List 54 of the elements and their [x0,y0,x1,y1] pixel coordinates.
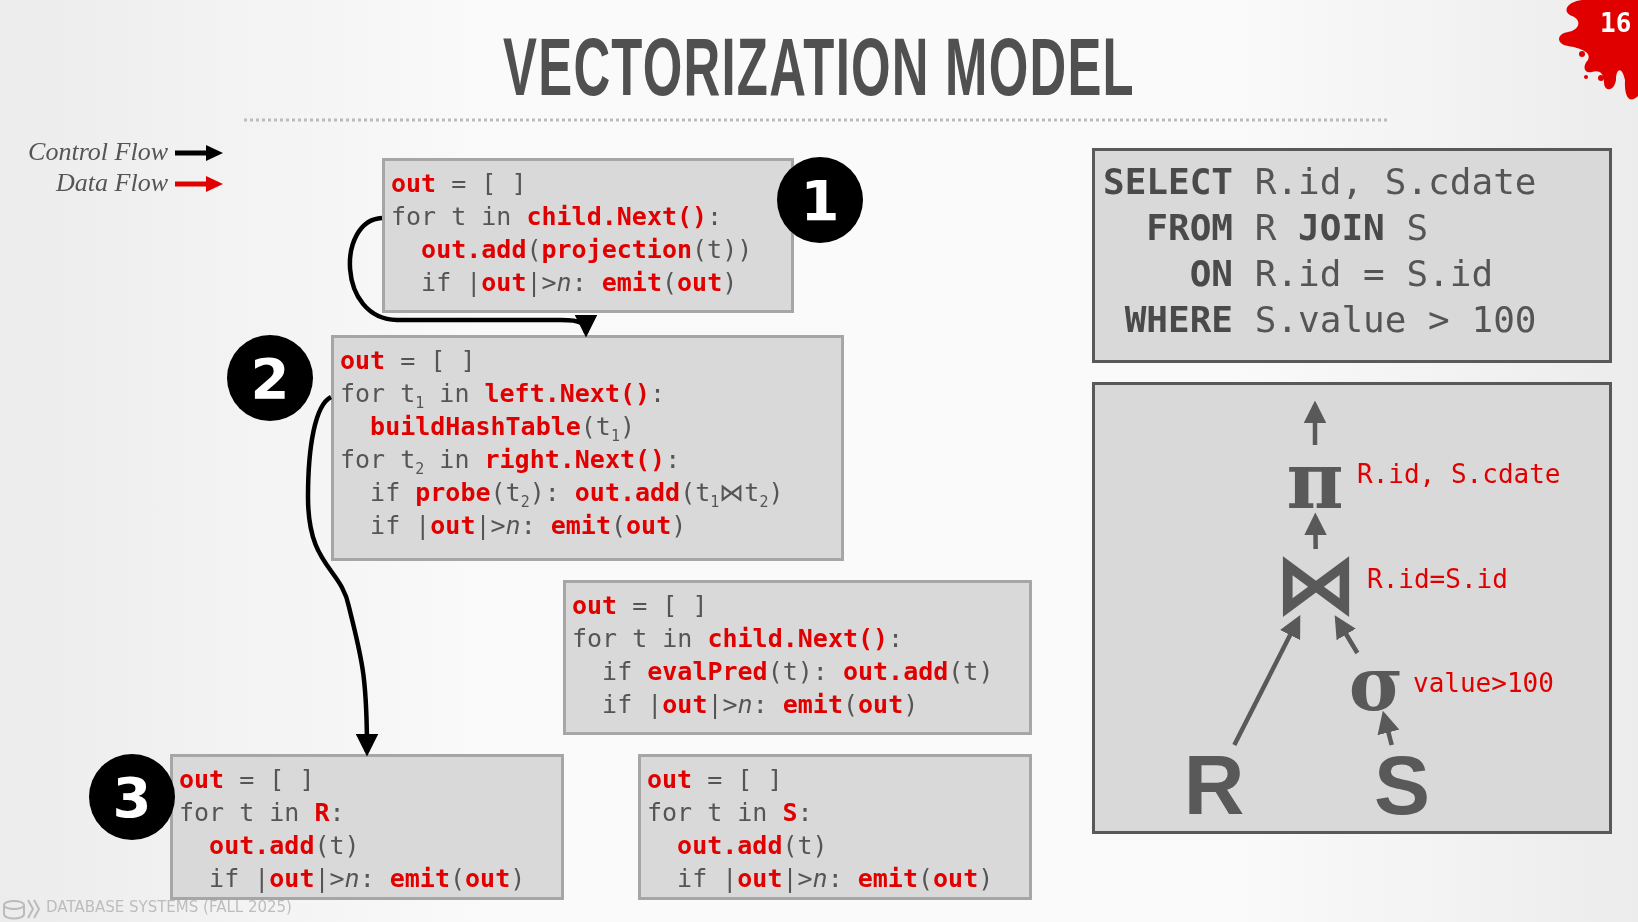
code-line: for t$_{1}$ in left.Next(): [340,378,666,410]
code-box [331,335,844,561]
code-line: if evalPred(t): out.add(t) [601,656,994,688]
join-symbol: ⋈ [1270,549,1362,619]
code-line: out.add(projection(t)) [420,234,753,266]
code-line: if |out|>n: emit(out) [369,510,687,542]
code-line: out = [ ] [572,590,708,622]
step-number-badge: 1 [777,157,863,243]
selection-symbol: σ [1345,653,1407,715]
code-line: if probe(t$_{2}$): out.add(t$_{1}$⋈t$_{2}$) [369,477,784,509]
code-line: if |out|>n: emit(out) [208,863,526,895]
code-line: if |out|>n: emit(out) [601,689,919,721]
legend-label: Data Flow [56,168,168,198]
code-line: for t$_{2}$ in right.Next(): [340,444,681,476]
code-line: buildHashTable(t$_{1}$) [369,411,635,443]
sql-line: WHERE S.value > 100 [1123,298,1537,342]
projection-symbol: π [1280,445,1350,517]
code-line: out.add(t) [208,830,360,862]
slide-title: VECTORIZATION MODEL [503,22,1135,112]
code-line: for t in child.Next(): [572,623,904,655]
step-number-badge: 2 [227,335,313,421]
sql-line: ON R.id = S.id [1188,252,1494,296]
code-line: for t in R: [179,797,345,829]
predicate-label: value>100 [1413,668,1554,698]
code-line: for t in child.Next(): [391,201,723,233]
sql-query-box [1092,148,1612,363]
relation-name: R [1183,745,1245,825]
sql-line: SELECT R.id, S.cdate [1103,160,1537,204]
control-flow-arrow [347,215,597,338]
page-number: 16 [1600,8,1632,38]
query-plan-panel [1092,382,1612,834]
predicate-label: R.id, S.cdate [1357,459,1561,489]
code-line: out = [ ] [340,345,476,377]
sql-line: FROM R JOIN S [1145,206,1429,250]
data-flow-arrow [1304,512,1327,550]
data-flow-arrow [1377,710,1400,746]
data-flow-arrow [1232,615,1301,746]
code-box [382,158,794,313]
code-box [563,580,1032,735]
code-line: if |out|>n: emit(out) [420,267,738,299]
data-flow-arrow [1303,400,1327,445]
code-line: for t in S: [647,797,813,829]
step-number-badge: 3 [89,754,175,840]
relation-name: S [1373,745,1431,825]
data-flow-arrow [1334,615,1360,655]
code-line: out.add(t) [676,830,828,862]
code-line: out = [ ] [647,764,783,796]
code-line: if |out|>n: emit(out) [676,863,994,895]
code-box [170,754,564,900]
code-line: out = [ ] [391,168,527,200]
code-line: out = [ ] [179,764,315,796]
legend-label: Control Flow [28,137,168,167]
code-box [638,754,1032,900]
predicate-label: R.id=S.id [1367,564,1508,594]
